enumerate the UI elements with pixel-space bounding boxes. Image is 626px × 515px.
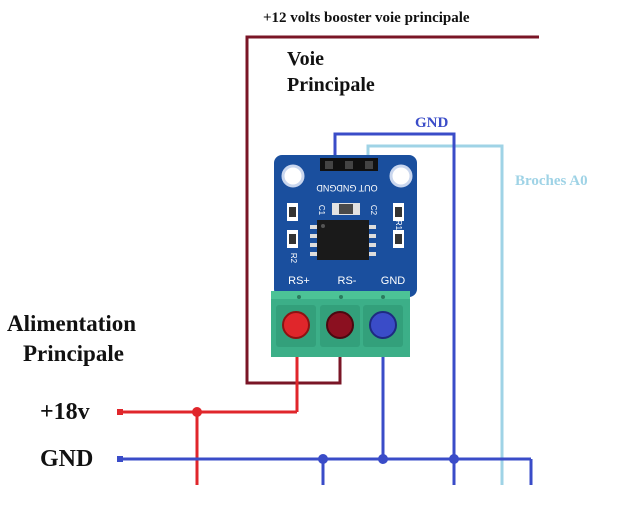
plus18-terminal (117, 409, 123, 415)
c2-label: C2 (369, 205, 378, 216)
broches-a0-label: Broches A0 (515, 173, 588, 189)
gnd-junction-2 (378, 454, 388, 464)
r1-body (395, 234, 402, 244)
gnd-terminal (117, 456, 123, 462)
alimentation-label: Alimentation (7, 311, 136, 336)
mounting-hole-right (389, 164, 413, 188)
current-sensor-module: OUT GNDGND C1 C2 R2 R1 RS+ (271, 155, 417, 357)
terminal-rs-minus-darkred (326, 311, 354, 339)
booster-label: +12 volts booster voie principale (263, 10, 470, 26)
resistor-body (339, 204, 353, 214)
gnd-bottom-label: GND (40, 446, 93, 472)
r2-label: R2 (289, 253, 298, 264)
terminal-rs-plus-red (282, 311, 310, 339)
a0-wire (366, 144, 504, 485)
rs-minus-label: RS- (338, 275, 357, 287)
gnd-junction-1 (318, 454, 328, 464)
terminal-block-top (271, 291, 410, 299)
gnd-pcb-label: GND (381, 275, 406, 287)
voie-label: Voie (287, 48, 324, 70)
booster-wire (245, 35, 539, 385)
pin-2 (345, 161, 353, 169)
r2-body (289, 234, 296, 244)
r1-label: R1 (394, 220, 403, 231)
plus18-junction (192, 407, 202, 417)
gnd-header-wire (333, 132, 456, 485)
alimentation-principale-label: Principale (23, 341, 124, 366)
plus18v-label: +18v (40, 399, 90, 425)
mounting-hole-left (281, 164, 305, 188)
pin-3 (365, 161, 373, 169)
header-label: OUT GNDGND (316, 183, 378, 193)
terminal-dot-1 (297, 295, 301, 299)
terminal-gnd-blue (369, 311, 397, 339)
gnd-junction-3 (449, 454, 459, 464)
principale-label: Principale (287, 74, 375, 96)
c1-label: C1 (317, 205, 326, 216)
ic-chip (310, 220, 376, 260)
pin-1 (325, 161, 333, 169)
rs-plus-label: RS+ (288, 275, 310, 287)
c2-body (395, 207, 402, 217)
terminal-dot-2 (339, 295, 343, 299)
gnd-top-label: GND (415, 115, 449, 131)
c1-body (289, 207, 296, 217)
terminal-dot-3 (381, 295, 385, 299)
